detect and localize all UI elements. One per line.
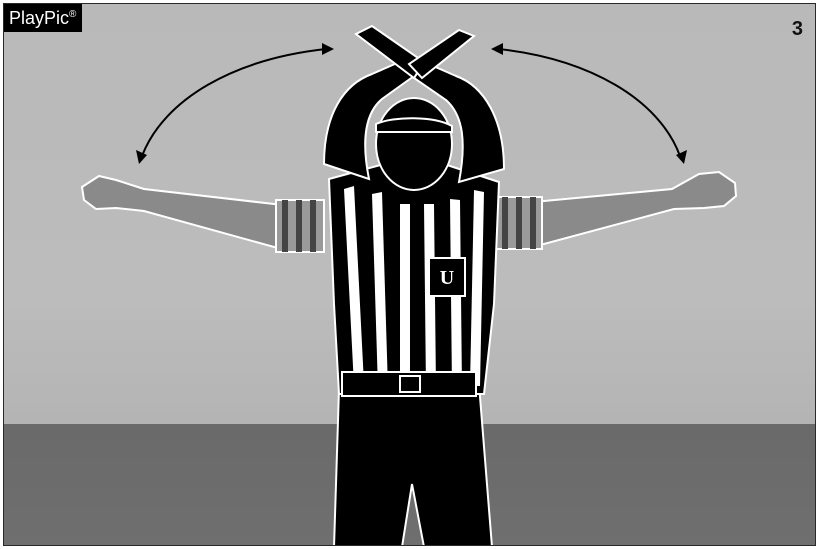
panel-number: 3: [792, 18, 803, 41]
jersey-pocket-badge: U: [429, 258, 465, 296]
brand-mark: ®: [69, 9, 76, 20]
belt: [342, 372, 476, 396]
referee-figure: U: [4, 4, 816, 546]
illustration-frame: U PlayPic® 3: [3, 3, 816, 546]
curved-arrow-left-icon: [136, 43, 334, 164]
curved-arrow-right-icon: [491, 43, 687, 164]
brand-name: PlayPic: [9, 8, 69, 28]
brand-logo: PlayPic®: [4, 4, 82, 32]
jersey-letter: U: [440, 267, 454, 289]
